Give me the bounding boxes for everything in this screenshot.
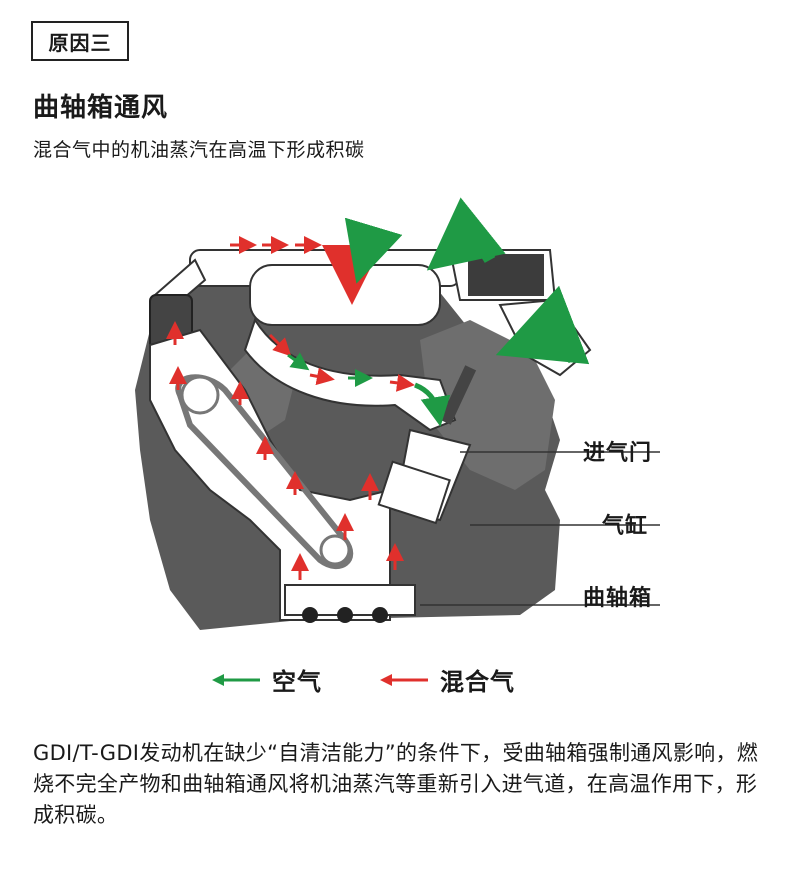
section-tag: 原因三 bbox=[31, 21, 129, 61]
red-arrow-icon bbox=[380, 673, 428, 686]
callout-intake-valve: 进气门 bbox=[583, 441, 653, 466]
legend-mixture: 混合气 bbox=[378, 662, 515, 697]
air-flow-arrows bbox=[287, 197, 590, 427]
legend-mixture-label: 混合气 bbox=[440, 668, 515, 696]
cylinder bbox=[377, 428, 472, 525]
green-arrow-icon bbox=[212, 673, 260, 686]
oil-sump bbox=[284, 584, 416, 623]
callout-cylinder: 气缸 bbox=[602, 514, 649, 539]
callout-crankcase: 曲轴箱 bbox=[583, 586, 653, 611]
legend-air-label: 空气 bbox=[272, 668, 322, 696]
body-paragraph: GDI/T-GDI发动机在缺少“自清洁能力”的条件下，受曲轴箱强制通风影响，燃烧… bbox=[33, 741, 759, 827]
callout-lines bbox=[420, 451, 660, 606]
legend-air: 空气 bbox=[210, 662, 322, 697]
page-title: 曲轴箱通风 bbox=[33, 93, 169, 123]
engine-diagram bbox=[135, 197, 660, 630]
page-subtitle: 混合气中的机油蒸汽在高温下形成积碳 bbox=[33, 139, 365, 161]
